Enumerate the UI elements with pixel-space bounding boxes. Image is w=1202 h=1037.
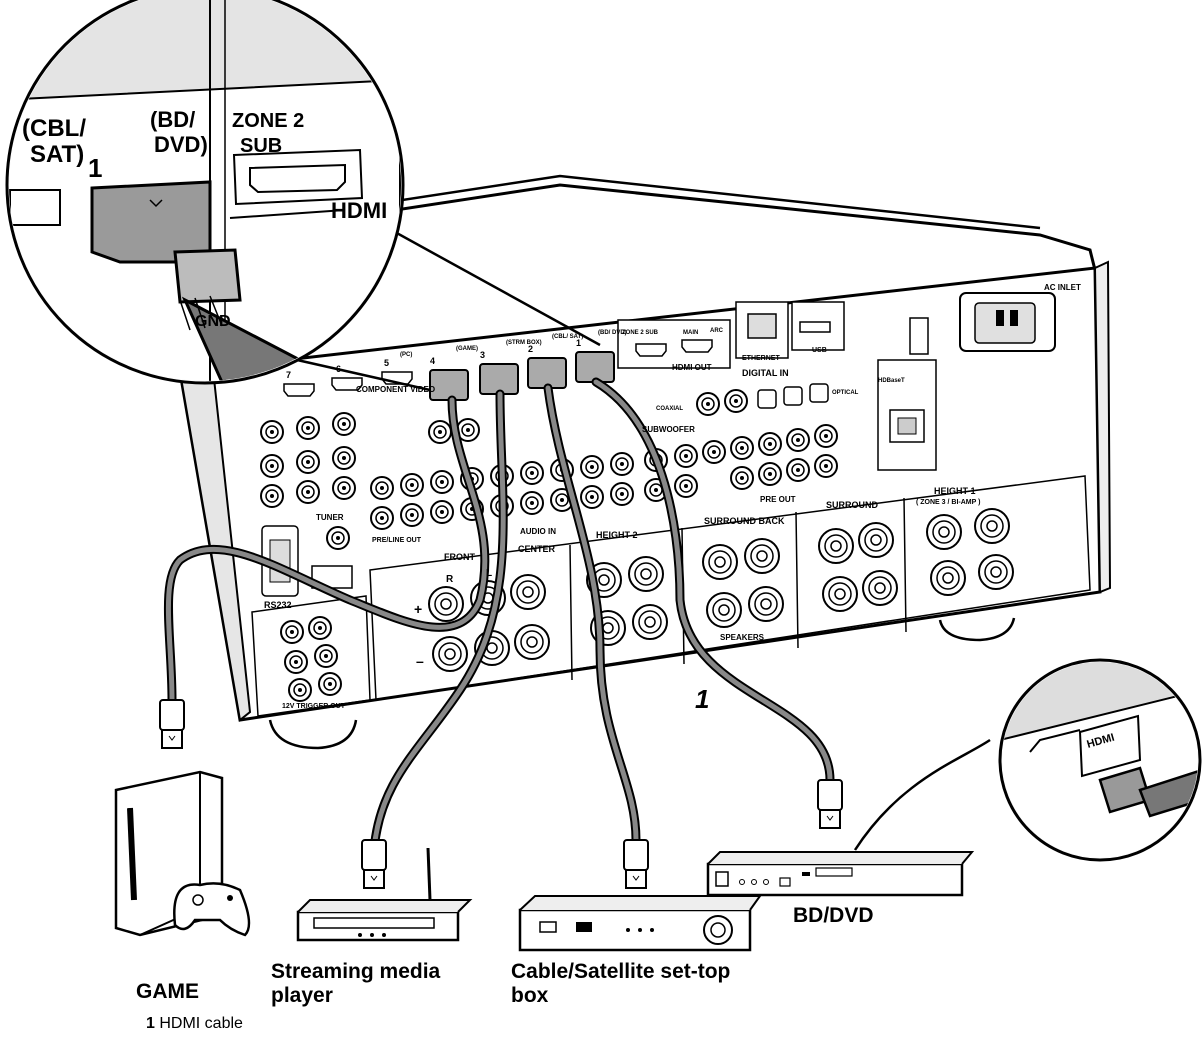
legend-number: 1 — [146, 1015, 155, 1032]
port-zone2: ZONE 2 — [232, 110, 304, 132]
label-streaming-line2: player — [271, 984, 333, 1007]
ac-inlet-label: AC INLET — [1044, 283, 1081, 292]
label-streaming: Streaming media player — [271, 960, 440, 1008]
hdmi-strm-label: (STRM BOX) — [506, 340, 542, 346]
hdmi-game-label: (GAME) — [456, 346, 478, 352]
zoom-circle-bottom — [853, 658, 1202, 862]
hdmi-out-label: HDMI OUT — [672, 363, 712, 372]
center-label: CENTER — [518, 544, 556, 554]
port-sub: SUB — [240, 135, 282, 157]
zone2-sub-label: ZONE 2 SUB — [622, 330, 659, 336]
legend: 1 HDMI cable — [146, 1015, 243, 1033]
label-cable-sat: Cable/Satellite set-top box — [511, 960, 730, 1008]
arc-label: ARC — [710, 328, 724, 334]
zoom-hdmi-label: HDMI — [331, 198, 387, 223]
hdmi-pc-label: (PC) — [400, 352, 412, 358]
receiver-labels: AC INLET HDMI OUT ZONE 2 SUB MAIN ARC ET… — [264, 283, 1081, 710]
label-game: GAME — [136, 980, 199, 1003]
zoom-circle-top — [5, 0, 601, 392]
pre-line-out-label: PRE/LINE OUT — [372, 537, 422, 544]
coaxial-label: COAXIAL — [656, 406, 683, 412]
height1-sub-label: ( ZONE 3 / BI-AMP ) — [916, 499, 980, 506]
hdmi-cables — [163, 377, 835, 855]
hdmi-bd-label: (BD/ DVD) — [598, 330, 627, 336]
port-cbl-sat-line1: (CBL/ — [22, 115, 86, 142]
zoom-top-labels: (CBL/ SAT) (BD/ DVD) ZONE 2 SUB 1 HDMI G… — [22, 107, 387, 330]
zoom-gnd-label: GND — [195, 313, 231, 330]
usb-label: USB — [812, 347, 827, 354]
port-bd-dvd-line2: DVD) — [154, 132, 208, 157]
cable-satellite-box — [518, 895, 762, 952]
bd-dvd-player — [706, 851, 975, 897]
ethernet-label: ETHERNET — [742, 355, 780, 362]
hdmi-in-1: 1 — [576, 338, 581, 348]
main-label: MAIN — [683, 330, 698, 336]
av-receiver — [178, 174, 1112, 750]
legend-text: HDMI cable — [154, 1015, 243, 1032]
hdmi-in-5: 5 — [384, 358, 389, 368]
streaming-media-player — [296, 847, 473, 942]
surround-back-label: SURROUND BACK — [704, 516, 785, 526]
tuner-label: TUNER — [316, 513, 344, 522]
hdmi-in-7: 7 — [286, 370, 291, 380]
minus-sign: – — [416, 653, 424, 669]
surround-label: SURROUND — [826, 500, 879, 510]
height1-label: HEIGHT 1 — [934, 486, 976, 496]
front-r: R — [446, 574, 454, 585]
subwoofer-label: SUBWOOFER — [642, 425, 695, 434]
front-label: FRONT — [444, 552, 475, 562]
hdmi-in-3: 3 — [480, 350, 485, 360]
hdmi-in-6: 6 — [336, 364, 341, 374]
speakers-label: SPEAKERS — [720, 633, 765, 642]
label-cable-sat-line2: box — [511, 984, 549, 1007]
callout-number: 1 — [695, 684, 709, 714]
optical-label: OPTICAL — [832, 390, 859, 396]
pre-out-label: PRE OUT — [760, 495, 796, 504]
label-cable-sat-line1: Cable/Satellite set-top — [511, 960, 731, 983]
hdmi-cbl-label: (CBL/ SAT) — [552, 334, 583, 340]
rs232-label: RS232 — [264, 600, 292, 610]
hdmi-in-4: 4 — [430, 356, 435, 366]
digital-in-label: DIGITAL IN — [742, 368, 789, 378]
audio-in-label: AUDIO IN — [520, 527, 556, 536]
zoom-step-number: 1 — [88, 153, 102, 183]
game-console — [114, 770, 251, 937]
port-cbl-sat-line2: SAT) — [30, 141, 84, 168]
label-bd-dvd: BD/DVD — [793, 904, 874, 927]
height2-label: HEIGHT 2 — [596, 530, 638, 540]
label-streaming-line1: Streaming media — [271, 960, 441, 983]
port-bd-dvd-line1: (BD/ — [150, 107, 195, 132]
hdbaset-label: HDBaseT — [878, 378, 905, 384]
component-video-label: COMPONENT VIDEO — [356, 385, 435, 394]
plus-sign: + — [414, 601, 422, 617]
trigger-out-label: 12V TRIGGER OUT — [282, 703, 346, 710]
front-l: L — [486, 568, 492, 579]
hdmi-in-2: 2 — [528, 344, 533, 354]
